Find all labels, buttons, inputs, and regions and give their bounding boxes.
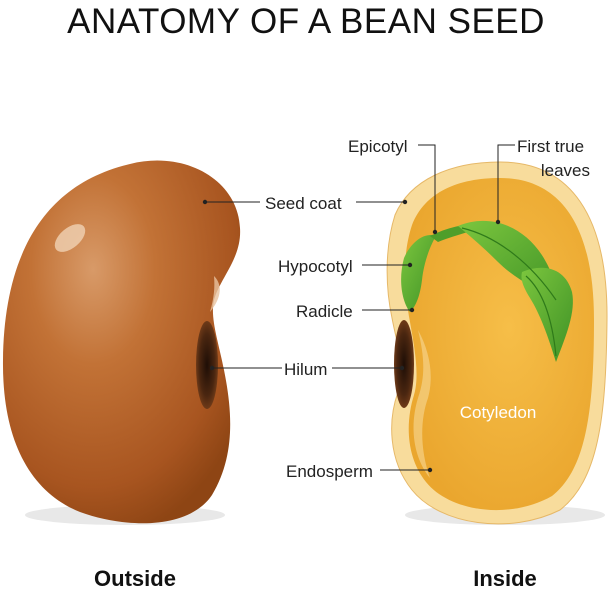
epicotyl-leader [418,144,436,232]
label-radicle: Radicle [296,302,353,321]
endosperm-dot [427,467,433,473]
label-epicotyl: Epicotyl [348,137,408,156]
hypocotyl-dot [407,262,413,268]
label-first-true-leaves-2: leaves [541,161,590,180]
hilum-dot-right [399,365,405,371]
outside-hilum [196,321,218,409]
label-hypocotyl: Hypocotyl [278,257,353,276]
inside-hilum [394,320,414,408]
first-true-leaves-leader [497,144,515,222]
label-seed-coat: Seed coat [265,194,342,213]
seed-coat-dot-right [402,199,408,205]
radicle-dot [409,307,415,313]
leader-lines [202,144,515,473]
first-leaf-lower [521,267,573,362]
label-endosperm: Endosperm [286,462,373,481]
outside-seed-side-highlight [210,276,220,312]
outside-seed [2,160,241,525]
caption-inside: Inside [473,566,537,589]
cotyledon-label: Cotyledon [460,403,537,422]
leaf-vein [461,227,557,301]
label-hilum: Hilum [284,360,327,379]
leaf-vein-2 [525,275,557,357]
cotyledon-edge-highlight [413,330,431,478]
caption-outside: Outside [94,566,176,589]
seed-coat-dot-left [202,199,208,205]
cotyledon-shape [405,178,594,511]
labels: Epicotyl First true leaves Seed coat Hyp… [265,137,590,481]
label-first-true-leaves-1: First true [517,137,584,156]
radicle-hypocotyl-shape [401,234,436,312]
page-title: ANATOMY OF A BEAN SEED [67,2,545,41]
first-true-leaves-dot [495,219,501,225]
hilum-dot-left [209,365,215,371]
epicotyl-dot [432,229,438,235]
inside-seed: Cotyledon [386,161,608,525]
outside-seed-highlight [54,224,86,252]
